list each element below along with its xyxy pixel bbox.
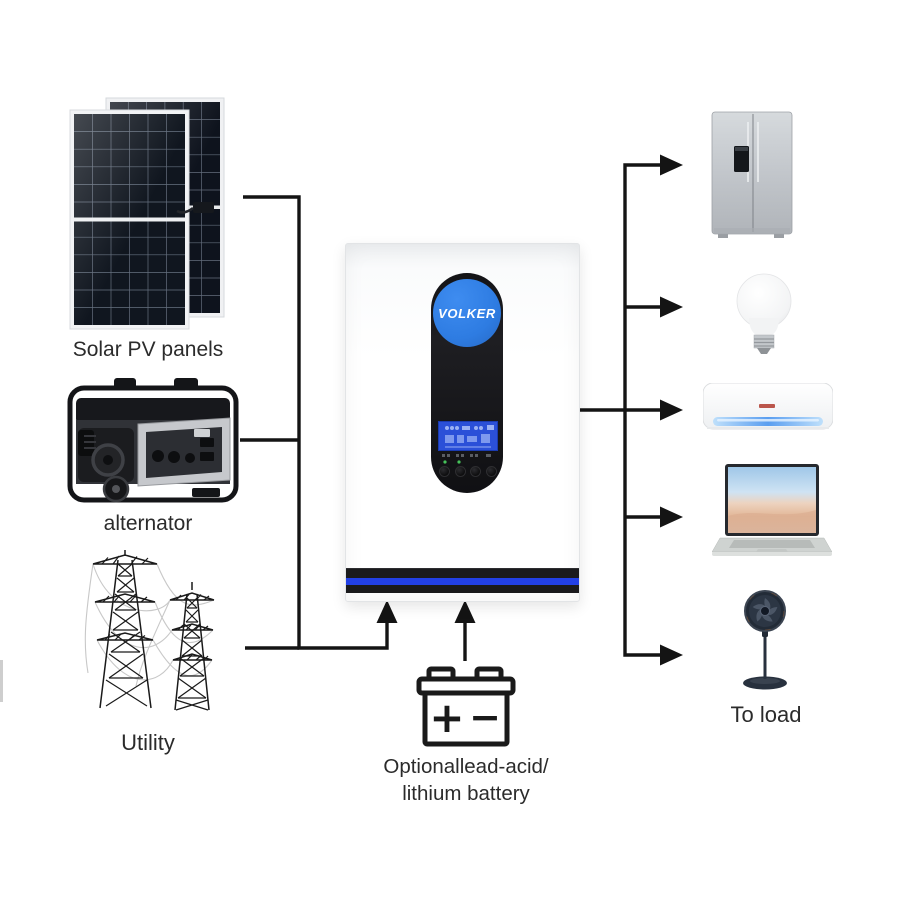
arrowhead-to-ac [660, 399, 683, 421]
blue-accent-stripe [346, 578, 579, 585]
utility-label: Utility [121, 730, 175, 755]
to-load-label: To load [730, 702, 802, 727]
refrigerator-icon [711, 111, 793, 238]
solar-inverter-icon: VOLKER [345, 243, 580, 602]
light-bulb-icon [736, 273, 792, 354]
power-towers-icon [84, 550, 215, 711]
laptop-icon [712, 464, 832, 556]
inverter-button [454, 466, 466, 477]
inverter-button [470, 466, 482, 477]
status-indicator-row [438, 453, 498, 465]
inverter-button [485, 466, 497, 477]
junction-box [176, 202, 214, 214]
arrowhead-to-fan [660, 644, 683, 666]
arrowhead-to-bulb [660, 296, 683, 318]
battery-icon: + − [416, 666, 516, 747]
arrowhead-to-refrigerator [660, 154, 683, 176]
brand-badge: VOLKER [433, 279, 501, 347]
tower-left [92, 550, 158, 709]
bottom-accent-band [346, 568, 579, 593]
solar-panels-label: Solar PV panels [72, 338, 224, 361]
clipped-edge-artifact [0, 660, 3, 702]
arrowhead-into-inverter-battery [454, 600, 476, 623]
brand-logo-text: VOLKER [438, 305, 496, 321]
solar-panels-icon [69, 97, 225, 330]
arrowhead-into-inverter-left [376, 600, 398, 623]
inverter-button [439, 466, 450, 477]
lcd-display [438, 421, 498, 451]
lcd-graphics [445, 425, 494, 448]
battery-plus-symbol: + [429, 693, 464, 742]
battery-minus-symbol: − [469, 695, 501, 739]
tower-right [169, 582, 215, 711]
solar-panel-front [69, 109, 190, 330]
battery-label-line2: lithium battery [402, 782, 530, 805]
battery-label: Optionallead-acid/ lithium battery [346, 753, 586, 807]
battery-label-line1: Optionallead-acid/ [383, 755, 549, 778]
control-buttons [439, 466, 497, 477]
generator-icon [67, 378, 239, 503]
air-conditioner-icon [703, 383, 833, 430]
generator-label: alternator [103, 512, 193, 535]
arrowhead-to-laptop [660, 506, 683, 528]
pedestal-fan-icon [743, 590, 787, 690]
